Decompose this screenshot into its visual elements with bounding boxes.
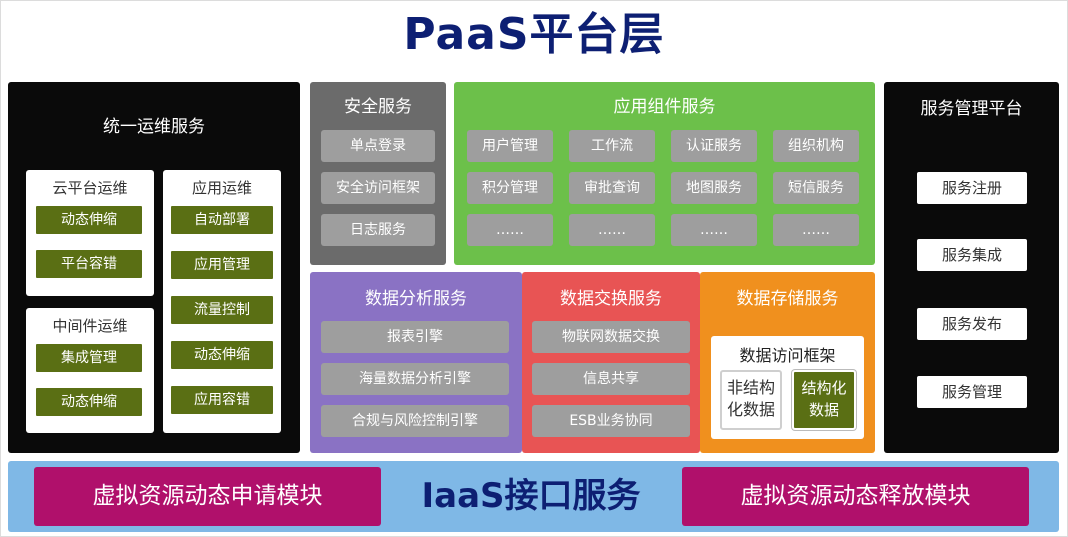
- cloud-ops-item: 动态伸缩: [34, 204, 144, 236]
- unstructured-data-label: 非结构化数据: [726, 378, 775, 419]
- cloud-ops-item: 平台容错: [34, 248, 144, 280]
- iaas-right-module: 虚拟资源动态释放模块: [682, 467, 1029, 526]
- component-item: 短信服务: [773, 172, 859, 204]
- mgmt-item: 服务发布: [917, 308, 1027, 340]
- app-ops-item: 应用管理: [169, 249, 275, 281]
- mgmt-panel: 服务管理平台 服务注册 服务集成 服务发布 服务管理: [884, 82, 1059, 453]
- component-item: 工作流: [569, 130, 655, 162]
- exchange-item: 物联网数据交换: [532, 321, 690, 353]
- app-ops-item: 动态伸缩: [169, 339, 275, 371]
- iaas-left-module: 虚拟资源动态申请模块: [34, 467, 381, 526]
- component-item: ……: [671, 214, 757, 246]
- component-item: 组织机构: [773, 130, 859, 162]
- component-item: 地图服务: [671, 172, 757, 204]
- middleware-ops-box: 中间件运维 集成管理 动态伸缩: [26, 308, 154, 433]
- component-item: 认证服务: [671, 130, 757, 162]
- exchange-title: 数据交换服务: [560, 289, 662, 309]
- data-access-framework-title: 数据访问框架: [739, 346, 836, 365]
- exchange-item: ESB业务协同: [532, 405, 690, 437]
- component-item: 积分管理: [467, 172, 553, 204]
- app-ops-item: 应用容错: [169, 384, 275, 416]
- component-item: ……: [773, 214, 859, 246]
- analysis-panel: 数据分析服务 报表引擎 海量数据分析引擎 合规与风险控制引擎: [310, 272, 522, 453]
- app-ops-item: 流量控制: [169, 294, 275, 326]
- analysis-item: 报表引擎: [321, 321, 509, 353]
- app-ops-title: 应用运维: [191, 179, 252, 197]
- ops-panel: 统一运维服务 云平台运维 动态伸缩 平台容错 中间件运维 集成管理 动态伸缩 应…: [8, 82, 300, 453]
- cloud-ops-box: 云平台运维 动态伸缩 平台容错: [26, 170, 154, 296]
- mgmt-item: 服务注册: [917, 172, 1027, 204]
- storage-panel: 数据存储服务 数据访问框架 非结构化数据 结构化数据: [700, 272, 875, 453]
- component-item: ……: [467, 214, 553, 246]
- ops-title: 统一运维服务: [103, 117, 205, 137]
- data-access-framework-box: 数据访问框架 非结构化数据 结构化数据: [711, 336, 864, 439]
- analysis-item: 海量数据分析引擎: [321, 363, 509, 395]
- security-item: 单点登录: [321, 130, 435, 162]
- exchange-item: 信息共享: [532, 363, 690, 395]
- diagram-title: PaaS平台层: [403, 9, 665, 60]
- security-item: 日志服务: [321, 214, 435, 246]
- mgmt-item: 服务集成: [917, 239, 1027, 271]
- mgmt-title: 服务管理平台: [920, 99, 1023, 119]
- analysis-title: 数据分析服务: [365, 289, 467, 309]
- structured-data-label: 结构化数据: [801, 379, 847, 419]
- middleware-ops-title: 中间件运维: [52, 317, 128, 335]
- components-title: 应用组件服务: [613, 97, 716, 117]
- structured-data-box: [792, 370, 856, 430]
- app-ops-item: 自动部署: [169, 204, 275, 236]
- security-item: 安全访问框架: [321, 172, 435, 204]
- middleware-ops-item: 集成管理: [34, 342, 144, 374]
- components-panel: 应用组件服务 用户管理 工作流 认证服务 组织机构 积分管理 审批查询 地图服务…: [454, 82, 875, 265]
- component-item: 审批查询: [569, 172, 655, 204]
- iaas-panel: 虚拟资源动态申请模块 IaaS接口服务 虚拟资源动态释放模块: [8, 461, 1059, 532]
- analysis-item: 合规与风险控制引擎: [321, 405, 509, 437]
- security-panel: 安全服务 单点登录 安全访问框架 日志服务: [310, 82, 446, 265]
- middleware-ops-item: 动态伸缩: [34, 386, 144, 418]
- storage-title: 数据存储服务: [736, 289, 839, 309]
- unstructured-data-box: [720, 370, 782, 430]
- iaas-title: IaaS接口服务: [421, 476, 641, 516]
- component-item: 用户管理: [467, 130, 553, 162]
- app-ops-box: 应用运维 自动部署 应用管理 流量控制 动态伸缩 应用容错: [163, 170, 281, 433]
- security-title: 安全服务: [344, 97, 412, 117]
- mgmt-item: 服务管理: [917, 376, 1027, 408]
- component-item: ……: [569, 214, 655, 246]
- cloud-ops-title: 云平台运维: [52, 179, 128, 197]
- exchange-panel: 数据交换服务 物联网数据交换 信息共享 ESB业务协同: [522, 272, 700, 453]
